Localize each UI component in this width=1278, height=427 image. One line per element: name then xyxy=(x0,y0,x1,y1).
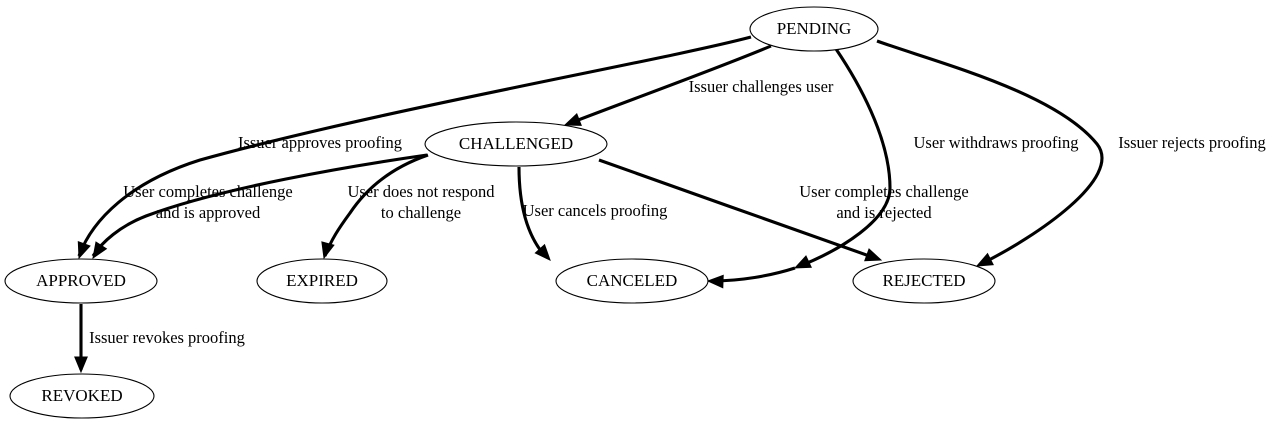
edge-label-challenged-rejected: User completes challenge and is rejected xyxy=(799,182,969,222)
edge-line-pending-canceled-tail xyxy=(711,266,796,283)
edge-label-pending-challenged: Issuer challenges user xyxy=(689,77,834,96)
node-pending[interactable]: PENDING xyxy=(749,6,879,52)
arrowhead-challenged-rejected xyxy=(864,248,883,262)
arrowhead-pending-approved xyxy=(77,241,91,260)
edge-label-text: User completes challenge xyxy=(123,182,293,201)
edge-label-challenged-canceled: User cancels proofing xyxy=(523,201,668,220)
node-ellipse-approved xyxy=(4,258,158,304)
node-label-revoked: REVOKED xyxy=(41,386,122,405)
arrowhead-pending-challenged xyxy=(563,112,582,126)
edge-pending-approved[interactable] xyxy=(77,35,752,260)
edge-label-text: and is approved xyxy=(156,203,261,222)
edge-label-text: User does not respond xyxy=(347,182,495,201)
edge-label-pending-approved: Issuer approves proofing xyxy=(238,133,402,152)
node-label-expired: EXPIRED xyxy=(286,271,358,290)
edge-line-challenged-canceled xyxy=(517,166,547,258)
arrowhead-challenged-approved xyxy=(92,241,108,260)
node-label-approved: APPROVED xyxy=(36,271,126,290)
edge-line-pending-rejected xyxy=(876,39,1104,265)
edge-label-text: Issuer rejects proofing xyxy=(1118,133,1266,152)
node-ellipse-expired xyxy=(256,258,388,304)
node-rejected[interactable]: REJECTED xyxy=(852,258,996,304)
edge-line-challenged-rejected xyxy=(598,158,876,260)
arrowhead-challenged-expired xyxy=(321,241,335,260)
node-approved[interactable]: APPROVED xyxy=(4,258,158,304)
node-label-challenged: CHALLENGED xyxy=(459,134,573,153)
edge-line-pending-approved xyxy=(77,35,752,257)
edge-label-pending-canceled: User withdraws proofing xyxy=(914,133,1079,152)
edge-label-text: and is rejected xyxy=(836,203,932,222)
node-label-pending: PENDING xyxy=(777,19,852,38)
edges-layer xyxy=(74,35,1104,374)
node-revoked[interactable]: REVOKED xyxy=(9,373,155,419)
arrowhead-pending-canceled xyxy=(793,255,812,269)
edge-labels-layer: Issuer approves proofing Issuer challenge… xyxy=(89,77,1266,347)
arrowhead-approved-revoked xyxy=(74,356,88,374)
edge-pending-challenged[interactable] xyxy=(563,44,772,126)
node-canceled[interactable]: CANCELED xyxy=(555,258,709,304)
node-expired[interactable]: EXPIRED xyxy=(256,258,388,304)
edge-label-text: User withdraws proofing xyxy=(914,133,1079,152)
edge-challenged-approved[interactable] xyxy=(91,153,428,260)
edge-challenged-rejected[interactable] xyxy=(598,158,883,262)
edge-approved-revoked[interactable] xyxy=(74,304,88,374)
edge-label-text: Issuer approves proofing xyxy=(238,133,402,152)
edge-label-text: User completes challenge xyxy=(799,182,969,201)
arrowhead-pending-canceled-tail xyxy=(706,274,724,289)
nodes-layer: PENDING CHALLENGED APPROVED EXPIRED CANCELED… xyxy=(4,6,996,419)
arrowhead-pending-rejected xyxy=(975,252,994,267)
edge-label-text: Issuer challenges user xyxy=(689,77,834,96)
edge-line-challenged-approved xyxy=(91,153,428,257)
node-label-rejected: REJECTED xyxy=(882,271,965,290)
node-challenged[interactable]: CHALLENGED xyxy=(424,121,608,167)
node-ellipse-pending xyxy=(749,6,879,52)
edge-label-text: to challenge xyxy=(381,203,461,222)
edge-label-challenged-approved: User completes challenge and is approved xyxy=(123,182,293,222)
edge-label-approved-revoked: Issuer revokes proofing xyxy=(89,328,245,347)
edge-line-pending-challenged xyxy=(572,44,772,124)
edge-challenged-expired[interactable] xyxy=(321,153,429,260)
arrowhead-challenged-canceled xyxy=(534,243,551,261)
edge-label-pending-rejected: Issuer rejects proofing xyxy=(1118,133,1266,152)
edge-challenged-canceled[interactable] xyxy=(517,166,551,261)
node-label-canceled: CANCELED xyxy=(587,271,678,290)
edge-pending-canceled-tail xyxy=(706,266,796,289)
edge-label-text: User cancels proofing xyxy=(523,201,668,220)
node-ellipse-canceled xyxy=(555,258,709,304)
edge-label-text: Issuer revokes proofing xyxy=(89,328,245,347)
node-ellipse-challenged xyxy=(424,121,608,167)
node-ellipse-revoked xyxy=(9,373,155,419)
edge-pending-rejected[interactable] xyxy=(876,39,1104,267)
edge-label-challenged-expired: User does not respond to challenge xyxy=(347,182,495,222)
edge-line-challenged-expired xyxy=(323,153,429,257)
node-ellipse-rejected xyxy=(852,258,996,304)
